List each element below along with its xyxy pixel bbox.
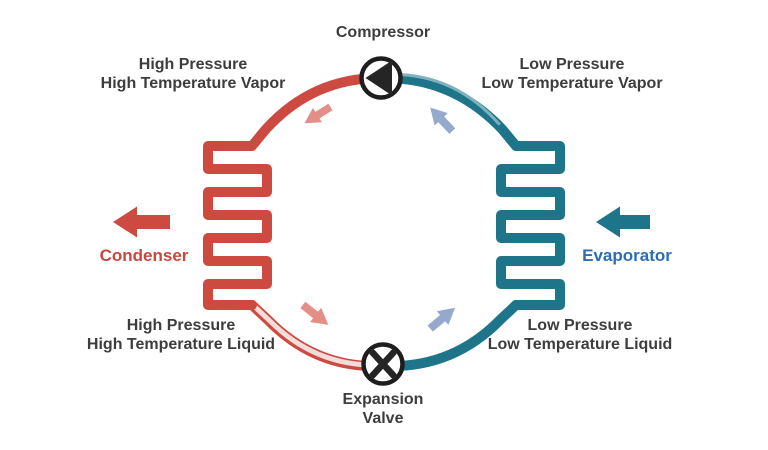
- label-compressor: Compressor: [335, 24, 431, 41]
- evaporator-heat-arrow-icon: [596, 206, 650, 238]
- label-condenser: Condenser: [99, 246, 189, 265]
- label-line: High Temperature Liquid: [86, 336, 276, 353]
- flow-arrow-to-valve-icon: [300, 301, 329, 325]
- label-line: Low Pressure: [519, 56, 625, 73]
- condenser-heat-arrow-icon: [113, 206, 170, 238]
- label-line: Low Temperature Vapor: [481, 75, 663, 92]
- label-line: Low Temperature Liquid: [487, 336, 673, 353]
- flow-arrow-to-evaporator-icon: [427, 307, 456, 332]
- label-expansion-valve: Expansion Valve: [343, 390, 424, 428]
- label-line: High Pressure: [138, 56, 248, 73]
- label-evaporator: Evaporator: [582, 246, 672, 265]
- label-high-pressure-high-temp-vapor: High Pressure High Temperature Vapor: [101, 55, 286, 93]
- evaporator-coil: [496, 124, 565, 310]
- label-line: Valve: [362, 410, 404, 427]
- label-line: High Temperature Vapor: [100, 75, 286, 92]
- expansion-valve-icon: [361, 342, 405, 386]
- label-line: High Pressure: [126, 317, 236, 334]
- label-line: Expansion: [342, 391, 424, 408]
- label-high-pressure-high-temp-liquid: High Pressure High Temperature Liquid: [87, 316, 275, 354]
- condenser-coil: [203, 124, 272, 310]
- label-low-pressure-low-temp-liquid: Low Pressure Low Temperature Liquid: [488, 316, 673, 354]
- flow-arrow-to-condenser-icon: [304, 103, 333, 124]
- compressor-icon: [359, 56, 403, 100]
- flow-arrow-to-compressor-icon: [430, 107, 456, 134]
- label-low-pressure-low-temp-vapor: Low Pressure Low Temperature Vapor: [481, 55, 662, 93]
- label-line: Low Pressure: [527, 317, 633, 334]
